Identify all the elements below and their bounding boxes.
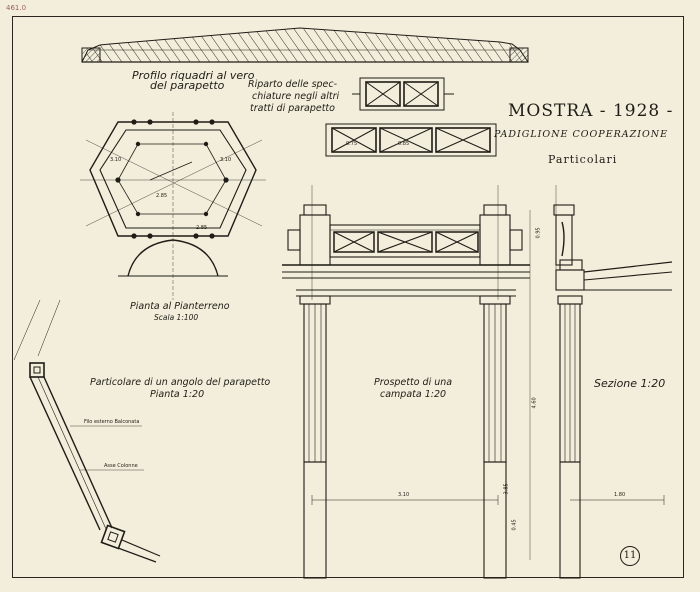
- dim-panel-long: 0.75: [346, 141, 358, 147]
- panels-label-line1: Riparto delle spec-: [248, 79, 338, 90]
- outer-balcony-line-label: Filo esterno Balconata: [84, 419, 140, 425]
- parapet-profile: [81, 27, 529, 63]
- dim-plan-diag: 2.85: [156, 193, 168, 199]
- dim-column-height: 3.85: [503, 483, 510, 495]
- plan-scale: Scala 1:100: [154, 313, 199, 322]
- elevation-label-line2: campata 1:20: [380, 389, 447, 400]
- corner-parapet-detail: [13, 299, 161, 563]
- pavilion-title: PADIGLIONE COOPERAZIONE: [494, 129, 669, 140]
- dim-top-sections: 0.95: [535, 227, 542, 239]
- dim-panel-mid: 0.85: [398, 141, 410, 147]
- section-label: Sezione 1:20: [594, 377, 666, 390]
- panels-label-line3: tratti di parapetto: [250, 103, 335, 114]
- panel-layout-three: [325, 123, 497, 157]
- elevation-label-line1: Prospetto di una: [374, 377, 453, 388]
- dim-height-total: 4.60: [531, 397, 538, 409]
- archive-stamp: 461.0: [6, 4, 27, 12]
- sheet-number-badge: 11: [620, 546, 640, 566]
- dim-plan-side: 3.10: [110, 157, 122, 163]
- dim-section-width: 1.80: [614, 492, 626, 498]
- ground-floor-plan: [80, 112, 266, 300]
- panel-layout-top: [352, 77, 454, 111]
- sheet-frame: [12, 16, 684, 578]
- bay-elevation: [282, 185, 531, 579]
- dim-base: 0.45: [511, 519, 518, 531]
- corner-detail-label: Particolare di un angolo del parapetto: [90, 377, 271, 388]
- dim-span: 3.10: [398, 492, 410, 498]
- section-title: Particolari: [548, 153, 618, 166]
- dim-plan-diag-2: 2.85: [196, 225, 208, 231]
- plan-label: Pianta al Pianterreno: [130, 301, 230, 312]
- corner-detail-scale: Pianta 1:20: [150, 389, 205, 400]
- profile-label-line1: Profilo riquadri al vero: [132, 69, 255, 82]
- section-view: [553, 185, 673, 579]
- profile-label-line2: del parapetto: [150, 79, 225, 92]
- exhibition-title: MOSTRA - 1928 -: [508, 101, 674, 121]
- column-axis-label: Asse Colonne: [104, 463, 138, 469]
- dim-plan-side-2: 3.10: [220, 157, 232, 163]
- panels-label-line2: chiature negli altri: [252, 91, 340, 102]
